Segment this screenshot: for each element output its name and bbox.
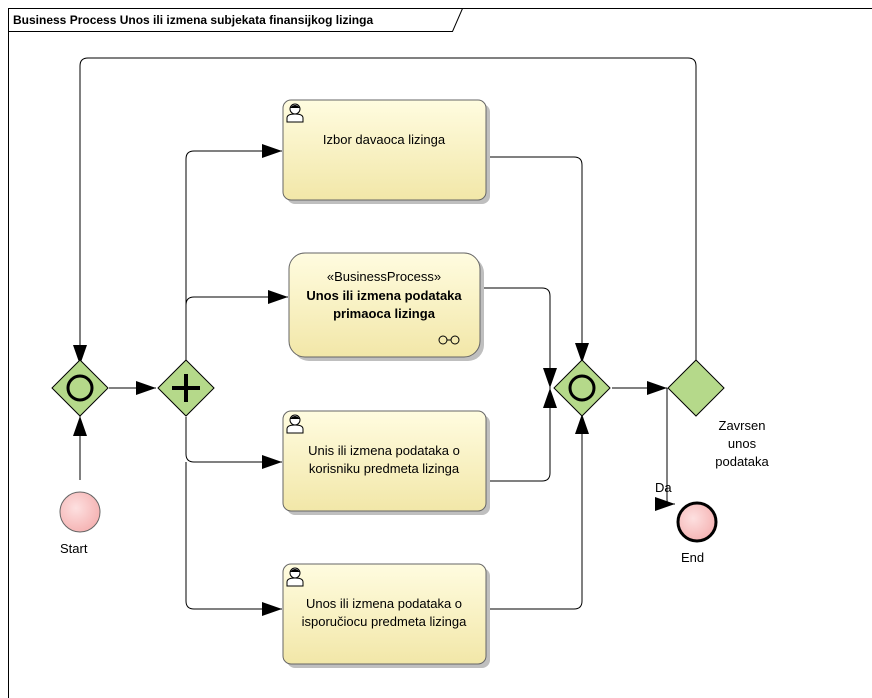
split-to-subprocess-flow xyxy=(185,296,288,306)
end-event-label: End xyxy=(681,550,704,565)
decision-arrowhead xyxy=(647,381,667,395)
parallel-gateway-icon xyxy=(172,374,200,402)
split-to-isporucilac-flow xyxy=(185,462,282,610)
korisnik-to-merge-flow xyxy=(486,388,551,482)
start-flow-arrowhead xyxy=(73,416,87,436)
task-korisnik[interactable]: Unis ili izmena podataka o korisniku pre… xyxy=(282,410,490,515)
end-arrowhead xyxy=(655,497,675,511)
start-event-circle xyxy=(59,491,101,533)
task-label-line1: Unis ili izmena podataka o xyxy=(308,443,460,458)
subprocess-title-line1: Unos ili izmena podataka xyxy=(306,288,462,303)
frame-border xyxy=(8,8,872,698)
yes-flow-label: Da xyxy=(655,480,672,495)
task-izbor[interactable]: Izbor davaoca lizinga xyxy=(282,99,490,204)
gateway-diamond xyxy=(667,359,725,417)
izbor-to-merge-flow xyxy=(486,156,583,363)
decision-label-line3: podataka xyxy=(715,454,769,469)
diagram-frame: Business Process Unos ili izmena subjeka… xyxy=(8,8,872,698)
start-event-label: Start xyxy=(60,541,88,556)
inclusive-gateway-icon xyxy=(66,374,94,402)
loop-back-flow xyxy=(79,57,697,366)
decision-label-line1: Zavrsen xyxy=(719,418,766,433)
xor-parallel-arrowhead xyxy=(136,381,156,395)
sequence-flows: Da xyxy=(73,57,697,616)
gateway-decision[interactable]: Zavrsen unos podataka xyxy=(667,359,770,469)
task-label-line1: Unos ili izmena podataka o xyxy=(306,596,462,611)
gateway-join[interactable] xyxy=(553,359,611,417)
end-event-circle xyxy=(676,501,718,543)
isporucilac-to-merge-flow xyxy=(486,414,583,610)
subprocess-box xyxy=(288,252,481,358)
task-isporucilac[interactable]: Unos ili izmena podataka o isporučiocu p… xyxy=(282,563,490,668)
izbor-merge-arrowhead xyxy=(575,343,589,363)
izbor-arrowhead xyxy=(262,144,282,158)
split-to-korisnik-flow xyxy=(185,417,282,463)
korisnik-merge-arrowhead xyxy=(543,388,557,408)
frame-title-tab xyxy=(8,8,463,32)
decision-label-line2: unos xyxy=(728,436,757,451)
subprocess-arrowhead xyxy=(268,290,288,304)
task-box xyxy=(282,563,487,665)
inclusive-gateway-icon xyxy=(568,374,596,402)
link-icon xyxy=(438,335,460,345)
split-to-izbor-flow xyxy=(185,150,282,360)
end-event[interactable]: End xyxy=(676,501,718,565)
gateway-diamond xyxy=(51,359,109,417)
subprocess-to-merge-flow xyxy=(481,287,551,388)
user-task-icon xyxy=(286,567,304,587)
task-label: Izbor davaoca lizinga xyxy=(323,132,446,147)
user-task-icon xyxy=(286,103,304,123)
subprocess-stereotype: «BusinessProcess» xyxy=(327,269,441,284)
isporucilac-arrowhead xyxy=(262,602,282,616)
task-label-line2: isporučiocu predmeta lizinga xyxy=(302,614,468,629)
task-box xyxy=(282,99,487,201)
start-event[interactable]: Start xyxy=(59,491,101,556)
subprocess-primalac[interactable]: «BusinessProcess» Unos ili izmena podata… xyxy=(288,252,484,361)
user-task-icon xyxy=(286,414,304,434)
subprocess-merge-arrowhead xyxy=(543,368,557,388)
gateway-merge-loop[interactable] xyxy=(51,359,109,417)
gateway-diamond xyxy=(553,359,611,417)
task-label-line2: korisniku predmeta lizinga xyxy=(309,461,460,476)
subprocess-title-line2: primaoca lizinga xyxy=(333,306,436,321)
task-box xyxy=(282,410,487,512)
loop-back-arrowhead xyxy=(73,345,87,365)
korisnik-arrowhead xyxy=(262,455,282,469)
gateway-parallel-split[interactable] xyxy=(157,359,215,417)
frame-title: Business Process Unos ili izmena subjeka… xyxy=(13,13,373,27)
isporucilac-merge-arrowhead xyxy=(575,414,589,434)
